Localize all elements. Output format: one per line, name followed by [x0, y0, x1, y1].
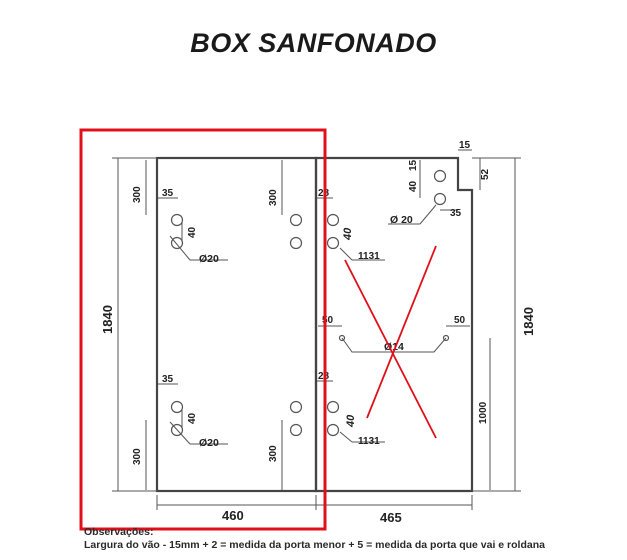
- dim-1131-top-label: 1131: [358, 251, 380, 262]
- hole-14-label: Ø14: [384, 341, 404, 353]
- leader-line: [419, 204, 437, 225]
- hinge-hole: [289, 423, 303, 437]
- cross-mark-line: [366, 245, 437, 419]
- dim-40-left-bottom-label: 40: [187, 412, 198, 424]
- right-panel: [314, 156, 474, 493]
- hinge-hole: [326, 423, 340, 437]
- hinge-hole: [289, 213, 303, 227]
- dim-15-right-label: 15: [408, 159, 419, 171]
- leader-line: [169, 421, 191, 445]
- dim-35-bottom-label: 35: [162, 374, 174, 385]
- hinge-hole: [170, 236, 184, 250]
- diagram-title: BOX SANFONADO: [190, 28, 437, 58]
- left-panel: [155, 156, 318, 493]
- hinge-hole: [289, 400, 303, 414]
- width-label-left: 460: [222, 508, 244, 523]
- offset-bottom-mid-label: 300: [268, 445, 279, 462]
- dim-1000-label: 1000: [478, 401, 489, 424]
- hole-20-left-top-label: Ø20: [199, 253, 219, 265]
- highlight-box: [79, 128, 327, 531]
- height-label-left: 1840: [100, 305, 115, 334]
- offset-top-label: 300: [132, 186, 143, 203]
- leader-line: [169, 235, 191, 261]
- notch-15-label: 15: [459, 140, 471, 151]
- dim-1131-bottom-label: 1131: [358, 436, 380, 447]
- roller-hole: [433, 169, 447, 183]
- offset-top-mid-label: 300: [268, 189, 279, 206]
- offset-bottom-label: 300: [132, 448, 143, 465]
- leader-line: [339, 247, 353, 261]
- dim-40-left-top-label: 40: [187, 226, 198, 238]
- hinge-hole: [170, 213, 184, 227]
- notch-52-label: 52: [480, 168, 491, 180]
- width-label-right: 465: [380, 510, 402, 525]
- roller-hole: [433, 192, 447, 206]
- notes-block: Observações: Largura do vão - 15mm + 2 =…: [84, 526, 545, 552]
- hinge-hole: [326, 213, 340, 227]
- notes-heading: Observações:: [84, 526, 154, 538]
- dim-35-top-label: 35: [162, 188, 174, 199]
- hinge-hole: [326, 400, 340, 414]
- dim-35-right-label: 35: [450, 208, 462, 219]
- dim-40-right-label: 40: [408, 180, 419, 192]
- hinge-hole: [326, 236, 340, 250]
- height-label-right: 1840: [521, 307, 536, 336]
- hinge-hole: [289, 236, 303, 250]
- leader-line: [339, 431, 353, 443]
- dim-40-mid-bottom-label: 40: [345, 414, 357, 428]
- notes-line: Largura do vão - 15mm + 2 = medida da po…: [84, 539, 545, 551]
- dim-40-mid-top-label: 40: [342, 227, 354, 241]
- cross-mark-line: [344, 259, 437, 439]
- hole-20-left-bottom-label: Ø20: [199, 437, 219, 449]
- hole-20-right-label: Ø 20: [390, 214, 413, 226]
- hinge-hole: [170, 400, 184, 414]
- dim-50-left-label: 50: [322, 315, 334, 326]
- dim-50-right-label: 50: [454, 315, 466, 326]
